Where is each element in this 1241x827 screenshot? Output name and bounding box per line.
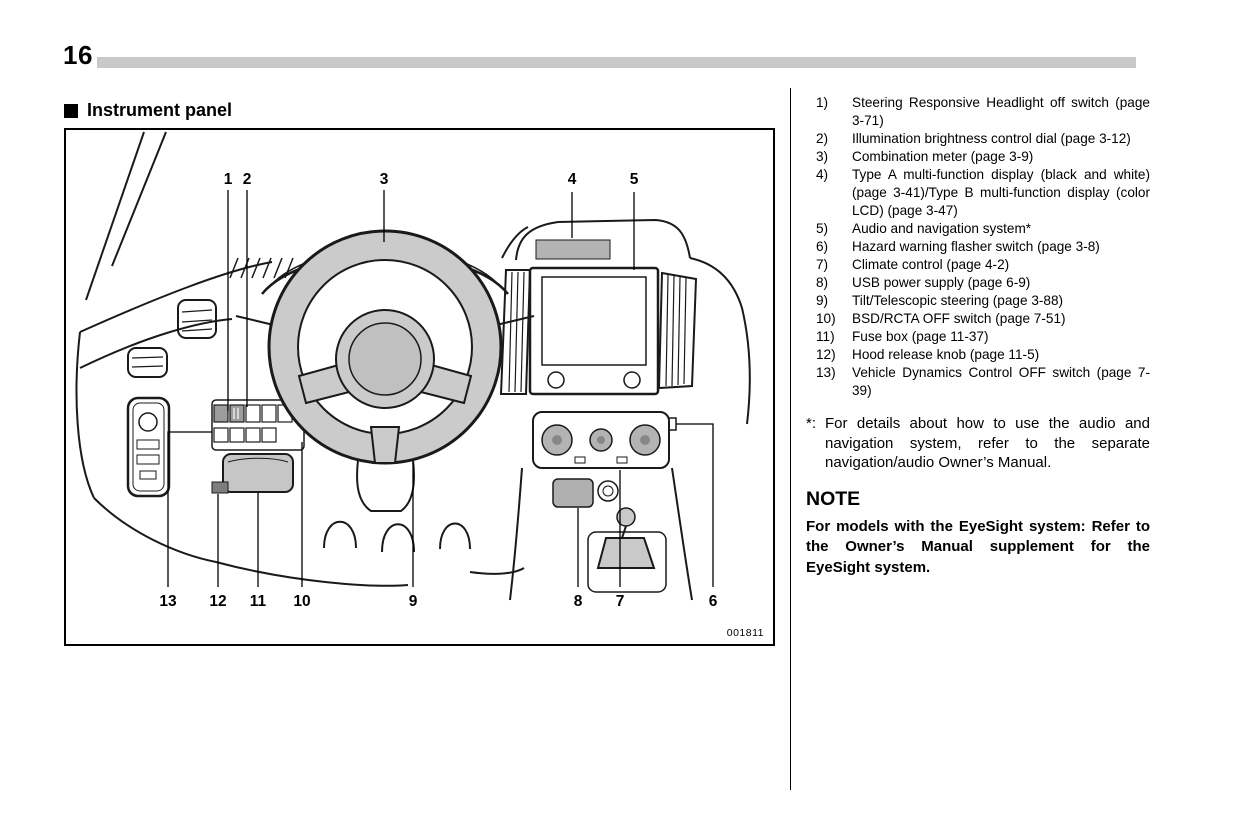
legend-item: 10) BSD/RCTA OFF switch (page 7-51) xyxy=(806,310,1150,328)
side-air-vents xyxy=(127,299,217,378)
instrument-panel-figure: 1 2 3 4 5 13 12 11 10 9 8 7 6 001811 xyxy=(64,128,775,646)
legend-item-text: Audio and navigation system* xyxy=(852,221,1032,236)
note-title: NOTE xyxy=(806,487,861,510)
legend-item-text: Combination meter (page 3-9) xyxy=(852,149,1034,164)
audio-footnote: *: For details about how to use the audi… xyxy=(806,414,1150,473)
legend-item-text: Fuse box (page 11-37) xyxy=(852,329,989,344)
legend-item-text: Type A multi-function display (black and… xyxy=(852,167,1150,218)
callout-label-10: 10 xyxy=(293,593,310,610)
legend-item-text: Hood release knob (page 11-5) xyxy=(852,347,1040,362)
callout-label-6: 6 xyxy=(709,593,718,610)
gear-shifter xyxy=(587,507,667,593)
legend-item-number: 10) xyxy=(816,311,836,326)
legend-item: 11) Fuse box (page 11-37) xyxy=(806,328,1150,346)
legend-item-number: 2) xyxy=(816,131,829,146)
callout-label-7: 7 xyxy=(616,593,625,610)
usb-power-supply xyxy=(552,478,619,508)
legend-item: 6) Hazard warning flasher switch (page 3… xyxy=(806,238,1150,256)
multi-function-display xyxy=(535,239,611,260)
callout-label-4: 4 xyxy=(568,171,577,188)
callout-label-9: 9 xyxy=(409,593,418,610)
knee-panel-arches xyxy=(323,520,471,553)
legend-column: 1) Steering Responsive Headlight off swi… xyxy=(806,94,1150,578)
hood-release-knob xyxy=(211,481,229,494)
legend-item-text: Tilt/Telescopic steering (page 3-88) xyxy=(852,293,1064,308)
legend-item: 9) Tilt/Telescopic steering (page 3-88) xyxy=(806,292,1150,310)
header-rule xyxy=(97,57,1136,68)
legend-item-text: USB power supply (page 6-9) xyxy=(852,275,1031,290)
legend-item-number: 11) xyxy=(816,329,835,344)
callout-label-11: 11 xyxy=(250,593,267,610)
section-heading: Instrument panel xyxy=(64,100,232,121)
legend-item-number: 13) xyxy=(816,365,836,380)
footnote-text: For details about how to use the audio a… xyxy=(825,415,1150,471)
callout-label-12: 12 xyxy=(209,593,226,610)
legend-item-text: BSD/RCTA OFF switch (page 7-51) xyxy=(852,311,1066,326)
legend-item-number: 4) xyxy=(816,167,829,182)
legend-item-text: Illumination brightness control dial (pa… xyxy=(852,131,1131,146)
callout-label-3: 3 xyxy=(380,171,389,188)
legend-item-number: 5) xyxy=(816,221,829,236)
climate-control xyxy=(532,411,670,469)
audio-navigation-display xyxy=(528,266,660,396)
legend-item-text: Climate control (page 4-2) xyxy=(852,257,1010,272)
section-title: Instrument panel xyxy=(87,100,233,120)
legend-item-text: Steering Responsive Headlight off switch… xyxy=(852,95,1150,128)
legend-item: 4) Type A multi-function display (black … xyxy=(806,166,1150,220)
legend-item: 1) Steering Responsive Headlight off swi… xyxy=(806,94,1150,130)
legend-item: 8) USB power supply (page 6-9) xyxy=(806,274,1150,292)
center-air-vents xyxy=(499,269,698,395)
legend-item-number: 1) xyxy=(816,95,829,110)
steering-wheel xyxy=(267,229,503,465)
section-marker-icon xyxy=(64,103,78,118)
callout-label-13: 13 xyxy=(159,593,177,610)
steering-column xyxy=(356,459,415,512)
legend-item-number: 12) xyxy=(816,347,836,362)
legend-item-number: 9) xyxy=(816,293,829,308)
callout-label-2: 2 xyxy=(243,171,252,188)
legend-item: 5) Audio and navigation system* xyxy=(806,220,1150,238)
legend-item: 2) Illumination brightness control dial … xyxy=(806,130,1150,148)
legend-item: 3) Combination meter (page 3-9) xyxy=(806,148,1150,166)
center-stack-hood xyxy=(515,218,691,261)
column-divider xyxy=(790,88,791,790)
legend-item: 12) Hood release knob (page 11-5) xyxy=(806,346,1150,364)
storage-pocket xyxy=(222,453,294,493)
legend-item: 13) Vehicle Dynamics Control OFF switch … xyxy=(806,364,1150,400)
switch-cluster xyxy=(211,399,305,451)
instrument-panel-diagram: 1 2 3 4 5 13 12 11 10 9 8 7 6 xyxy=(75,131,751,610)
legend-item: 7) Climate control (page 4-2) xyxy=(806,256,1150,274)
legend-item-number: 7) xyxy=(816,257,829,272)
callout-label-1: 1 xyxy=(224,171,233,188)
note-text: For models with the EyeSight system: Ref… xyxy=(806,517,1150,576)
legend-item-number: 8) xyxy=(816,275,829,290)
legend-item-text: Hazard warning flasher switch (page 3-8) xyxy=(852,239,1100,254)
callout-label-8: 8 xyxy=(574,593,583,610)
dashboard-outline xyxy=(75,131,751,601)
page-number: 16 xyxy=(63,40,93,70)
legend-item-number: 6) xyxy=(816,239,829,254)
defroster-grille xyxy=(229,257,294,279)
callout-lines xyxy=(167,190,714,587)
window-switch-panel xyxy=(126,396,171,498)
legend-item-text: Vehicle Dynamics Control OFF switch (pag… xyxy=(852,365,1150,398)
legend-item-number: 3) xyxy=(816,149,829,164)
callout-labels: 1 2 3 4 5 13 12 11 10 9 8 7 6 xyxy=(159,171,717,610)
callout-label-5: 5 xyxy=(630,171,639,188)
figure-code: 001811 xyxy=(726,627,764,639)
footnote-marker: *: xyxy=(806,415,817,432)
